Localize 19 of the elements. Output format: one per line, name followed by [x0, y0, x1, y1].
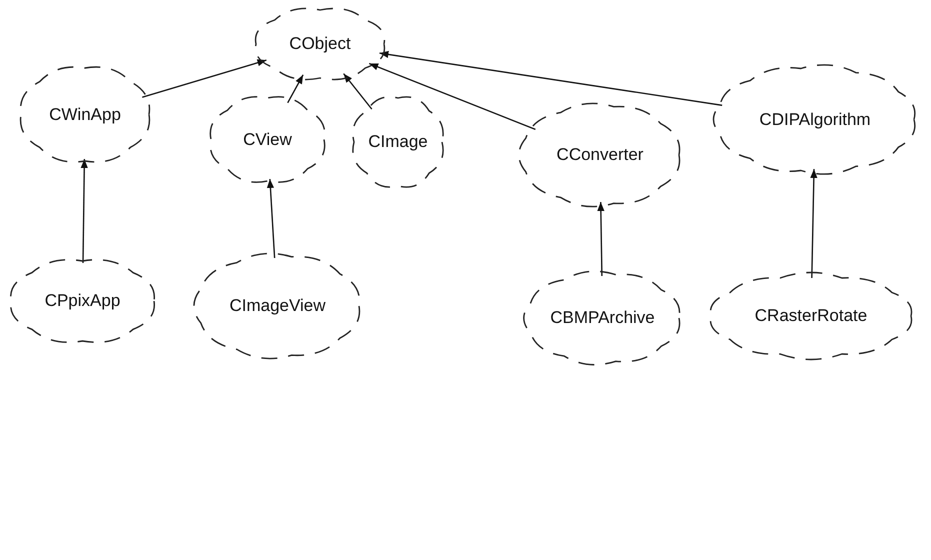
inheritance-arrow [266, 178, 276, 258]
inheritance-arrow [343, 73, 372, 110]
class-name: CView [243, 130, 292, 150]
class-name: CWinApp [49, 104, 121, 124]
inheritance-arrow [80, 159, 88, 263]
inheritance-arrow [597, 202, 604, 276]
class-name: CDIPAlgorithm [759, 110, 871, 130]
inheritance-arrow [368, 62, 536, 130]
class-name: CPpixApp [44, 291, 120, 311]
class-name: CRasterRotate [754, 306, 868, 326]
class-name: CBMPArchive [550, 308, 655, 328]
class-name: CObject [289, 34, 351, 54]
inheritance-arrow [810, 168, 818, 278]
inheritance-arrow [287, 74, 304, 104]
inheritance-arrow [379, 50, 722, 106]
class-name: CImage [368, 132, 428, 152]
class-name: CImageView [229, 296, 326, 316]
class-name: CConverter [556, 145, 644, 165]
inheritance-arrow [142, 59, 267, 98]
